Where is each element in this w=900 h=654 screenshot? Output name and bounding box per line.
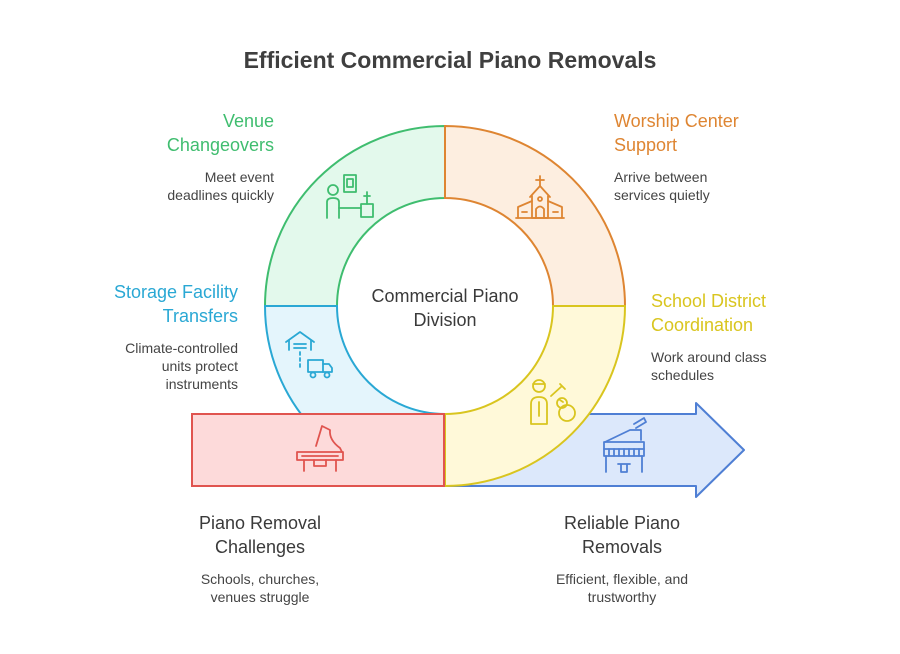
challenges-title-line1: Piano Removal bbox=[198, 513, 322, 533]
garage-truck-icon bbox=[285, 331, 333, 379]
storage-title-line2: Transfers bbox=[162, 306, 238, 326]
challenges-description-line1: Schools, churches, bbox=[200, 571, 320, 587]
storage-description: Climate-controlled units protect instrum… bbox=[18, 339, 238, 393]
venue-description-line2: deadlines quickly bbox=[167, 187, 274, 203]
venue-description-line1: Meet event bbox=[204, 169, 274, 185]
worship-title-line2: Support bbox=[614, 135, 678, 155]
result-title-line1: Reliable Piano bbox=[563, 513, 681, 533]
result-description-line1: Efficient, flexible, and bbox=[555, 571, 689, 587]
venue-title-line1: Venue bbox=[222, 111, 274, 131]
school-title-line2: Coordination bbox=[651, 315, 754, 335]
storage-title-line1: Storage Facility bbox=[113, 282, 238, 302]
upright-piano-icon bbox=[603, 417, 647, 473]
page-title: Efficient Commercial Piano Removals bbox=[243, 47, 657, 73]
school-description-line1: Work around class bbox=[651, 349, 767, 365]
church-icon bbox=[515, 175, 565, 219]
ring-segment-venue bbox=[263, 124, 446, 307]
challenges-title: Piano Removal Challenges bbox=[160, 511, 360, 559]
worship-description: Arrive between services quietly bbox=[614, 168, 854, 204]
worship-description-line2: services quietly bbox=[614, 187, 710, 203]
challenges-description: Schools, churches, venues struggle bbox=[160, 570, 360, 606]
ring-segment-worship bbox=[444, 124, 627, 307]
student-guitar-icon bbox=[530, 379, 576, 425]
person-podium-icon bbox=[326, 174, 374, 219]
school-description: Work around class schedules bbox=[651, 348, 881, 384]
worship-description-line1: Arrive between bbox=[614, 169, 708, 185]
result-title-line2: Removals bbox=[581, 537, 663, 557]
venue-title: Venue Changeovers bbox=[74, 109, 274, 157]
ring-segment-school bbox=[444, 305, 627, 488]
storage-description-line3: instruments bbox=[165, 376, 238, 392]
center-label: Commercial Piano Division bbox=[345, 284, 545, 332]
worship-title-line1: Worship Center bbox=[614, 111, 739, 131]
school-title: School District Coordination bbox=[651, 289, 881, 337]
result-description-line2: trustworthy bbox=[587, 589, 657, 605]
storage-description-line1: Climate-controlled bbox=[125, 340, 238, 356]
result-description: Efficient, flexible, and trustworthy bbox=[507, 570, 737, 606]
school-description-line2: schedules bbox=[651, 367, 715, 383]
center-label-line2: Division bbox=[413, 310, 477, 330]
storage-title: Storage Facility Transfers bbox=[18, 280, 238, 328]
worship-title: Worship Center Support bbox=[614, 109, 854, 157]
challenges-box bbox=[191, 413, 445, 487]
school-title-line1: School District bbox=[651, 291, 767, 311]
challenges-description-line2: venues struggle bbox=[210, 589, 310, 605]
storage-description-line2: units protect bbox=[161, 358, 238, 374]
result-title: Reliable Piano Removals bbox=[507, 511, 737, 559]
venue-description: Meet event deadlines quickly bbox=[74, 168, 274, 204]
center-label-line1: Commercial Piano bbox=[371, 286, 519, 306]
venue-title-line2: Changeovers bbox=[166, 135, 274, 155]
grand-piano-icon bbox=[296, 425, 344, 472]
challenges-title-line2: Challenges bbox=[214, 537, 306, 557]
